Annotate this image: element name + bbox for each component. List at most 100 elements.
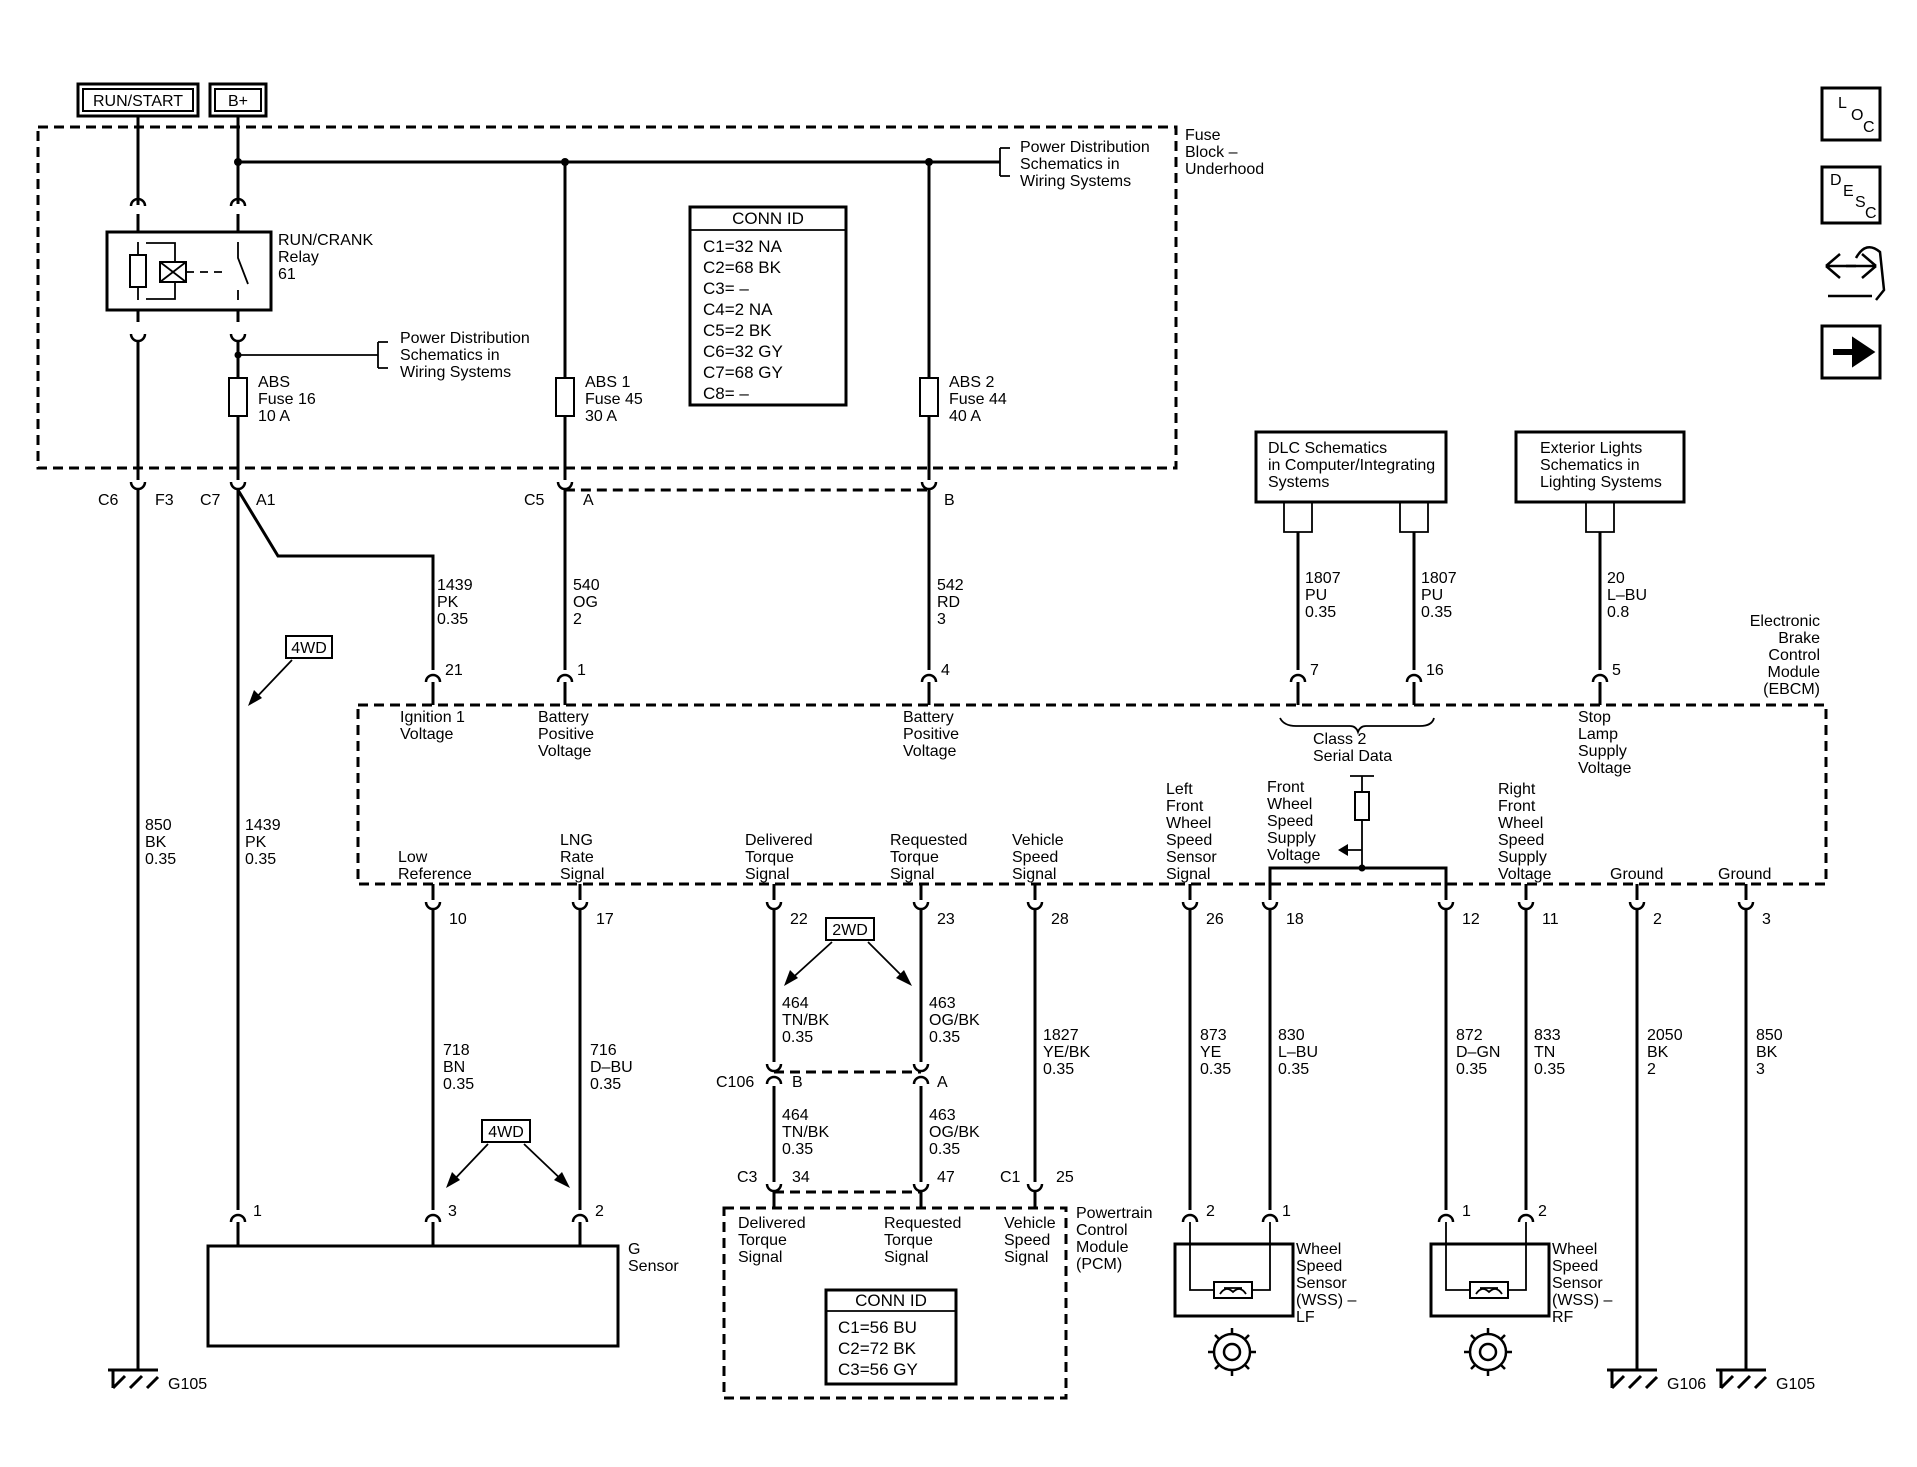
option-tag-4wd: 4WD [248, 635, 333, 706]
next-arrow-icon[interactable] [1820, 324, 1882, 380]
wire-label: 463 [929, 995, 956, 1012]
connector-c6: C6 [98, 492, 119, 509]
pcm-conn-id-table: CONN ID C1=56 BU C2=72 BK C3=56 GY [824, 1288, 958, 1386]
option-tag-text: 4WD [291, 640, 327, 657]
wss-lf-name: (WSS) – [1296, 1292, 1357, 1309]
ebcm-name: (EBCM) [1763, 681, 1820, 698]
ground-label-g105: G105 [1776, 1376, 1815, 1393]
conn-id-row: C1=32 NA [703, 237, 783, 256]
conn-id-row: C1=56 BU [838, 1318, 917, 1337]
desc-letter-s: S [1855, 194, 1866, 211]
pcm-label: Speed [1004, 1232, 1050, 1249]
desc-icon[interactable]: D E S C [1820, 165, 1882, 225]
ebcm-outline [356, 703, 1828, 886]
connector-view-icon[interactable] [1825, 245, 1886, 301]
fuse-abs2-rating: 40 A [949, 408, 981, 425]
wire-label: 0.35 [1305, 604, 1336, 621]
wire-label: 20 [1607, 570, 1625, 587]
wire-label: 833 [1534, 1027, 1561, 1044]
power-dist-relay-2: Schematics in [400, 347, 500, 364]
fuse-block-conn-id-table: CONN ID C1=32 NA C2=68 BK C3= – C4=2 NA … [688, 205, 848, 407]
wire-label: 0.35 [1534, 1061, 1565, 1078]
ebcm-label: Ground [1718, 866, 1771, 883]
ebcm-name: Module [1768, 664, 1821, 681]
pin-number: 17 [596, 911, 614, 928]
ground-label-g106: G106 [1667, 1376, 1706, 1393]
pin-number: 25 [1056, 1169, 1074, 1186]
power-dist-relay-1: Power Distribution [400, 330, 530, 347]
wire-label: PK [245, 834, 267, 851]
power-dist-top-1: Power Distribution [1020, 139, 1150, 156]
dlc-ref-line: Systems [1268, 474, 1329, 491]
ebcm-label: Rate [560, 849, 594, 866]
wire-label: OG/BK [929, 1124, 980, 1141]
ebcm-bottom-pins [424, 884, 1755, 911]
wire-label: 0.8 [1607, 604, 1629, 621]
g-sensor [206, 1213, 620, 1348]
ebcm-label: Speed [1498, 832, 1544, 849]
conn-id-row: C5=2 BK [703, 321, 772, 340]
wire-label: 1807 [1421, 570, 1457, 587]
wire-label: 850 [1756, 1027, 1783, 1044]
wire-1439-ignition [236, 489, 435, 670]
desc-letter-c: C [1865, 205, 1877, 222]
pcm-label: Delivered [738, 1215, 806, 1232]
wire-label: 0.35 [929, 1029, 960, 1046]
wire-label: YE/BK [1043, 1044, 1090, 1061]
ebcm-label: Supply [1578, 743, 1627, 760]
fuse-abs1-name: ABS 1 [585, 374, 630, 391]
ground-icon [1716, 1368, 1768, 1390]
conn-id-row: C2=72 BK [838, 1339, 917, 1358]
ebcm-label: Front [1166, 798, 1204, 815]
pin-number: 5 [1612, 662, 1621, 679]
pcm-name: Powertrain [1076, 1205, 1152, 1222]
pcm-label: Torque [738, 1232, 787, 1249]
wire-label: D–BU [590, 1059, 633, 1076]
relay-name-3: 61 [278, 266, 296, 283]
ebcm-label: Speed [1267, 813, 1313, 830]
conn-id-title: CONN ID [732, 209, 804, 228]
wire-label: 718 [443, 1042, 470, 1059]
ground-label-g105: G105 [168, 1376, 207, 1393]
pcm-label: Torque [884, 1232, 933, 1249]
pcm-label: Vehicle [1004, 1215, 1056, 1232]
wire-label: 3 [1756, 1061, 1765, 1078]
ext-lights-ref-line: Exterior Lights [1540, 440, 1642, 457]
wire-label: BN [443, 1059, 465, 1076]
pin-number: 26 [1206, 911, 1224, 928]
dlc-ref-line: DLC Schematics [1268, 440, 1387, 457]
ebcm-name: Brake [1778, 630, 1820, 647]
dlc-reference-box: DLC Schematics in Computer/Integrating S… [1254, 430, 1448, 533]
pin-number: 21 [445, 662, 463, 679]
wss-rf-name: Speed [1552, 1258, 1598, 1275]
conn-id-row: C8= – [703, 384, 749, 403]
wss-rf-name: Sensor [1552, 1275, 1603, 1292]
wire-label: BK [1756, 1044, 1778, 1061]
loc-icon[interactable]: L O C [1820, 86, 1882, 142]
ebcm-label: Left [1166, 781, 1193, 798]
b-plus-label: B+ [228, 93, 248, 110]
wire-label: TN [1534, 1044, 1555, 1061]
power-dist-top-2: Schematics in [1020, 156, 1120, 173]
fuse-block-name-3: Underhood [1185, 161, 1264, 178]
wire-label: 0.35 [1421, 604, 1452, 621]
ebcm-label: Reference [398, 866, 472, 883]
pcm-name: Control [1076, 1222, 1128, 1239]
wire-label: 0.35 [443, 1076, 474, 1093]
pcm-label: Signal [738, 1249, 782, 1266]
wire-label: 0.35 [782, 1141, 813, 1158]
ebcm-label: LNG [560, 832, 593, 849]
ebcm-label: Signal [890, 866, 934, 883]
ebcm-label: Battery [903, 709, 954, 726]
wire-label: 0.35 [782, 1029, 813, 1046]
ebcm-label: Positive [538, 726, 594, 743]
pin-number: 28 [1051, 911, 1069, 928]
wire-label: 2050 [1647, 1027, 1683, 1044]
option-tag-text: 4WD [488, 1124, 524, 1141]
ext-lights-ref-line: Lighting Systems [1540, 474, 1662, 491]
pin-number: 3 [448, 1203, 457, 1220]
fuse-abs2 [919, 377, 939, 417]
pin-number: 7 [1310, 662, 1319, 679]
fuse-abs1-rating: 30 A [585, 408, 617, 425]
pin-label: A [937, 1074, 948, 1091]
